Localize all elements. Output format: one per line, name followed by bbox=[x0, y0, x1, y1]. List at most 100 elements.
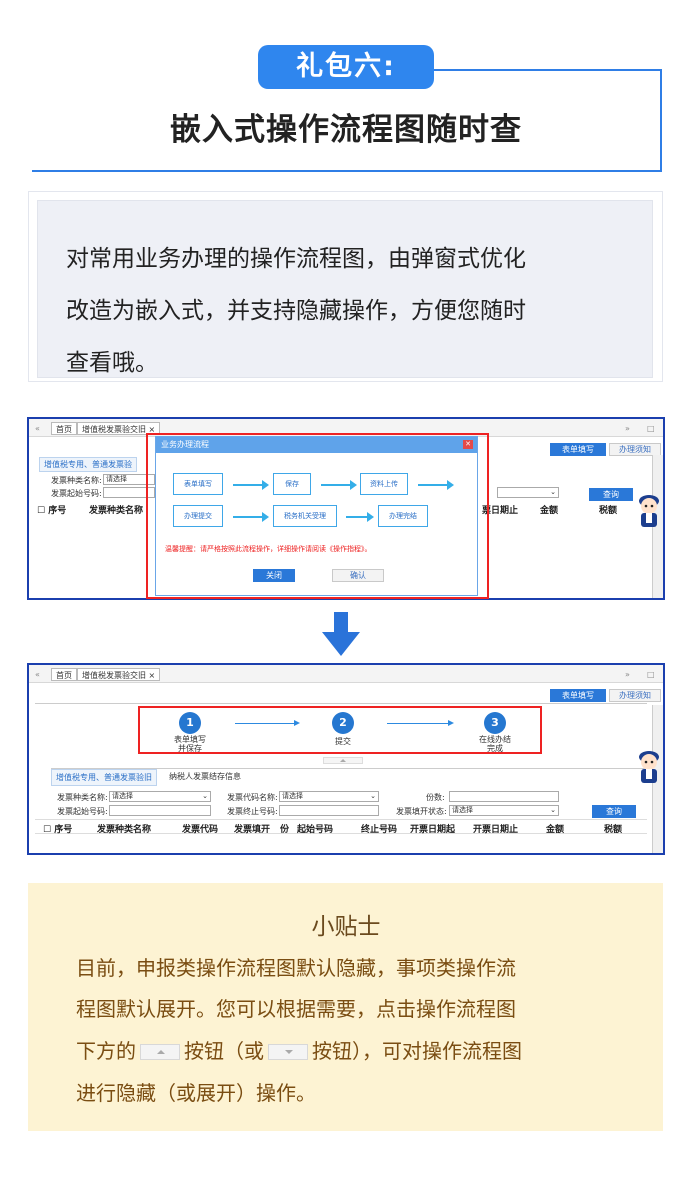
tips-text: 按钮），可对操作流程图 bbox=[312, 1039, 522, 1063]
invoice-code-select[interactable]: 请选择⌄ bbox=[279, 791, 379, 802]
tab-home[interactable]: 首页 bbox=[51, 422, 77, 435]
status-select[interactable]: 请选择⌄ bbox=[449, 805, 559, 816]
header-frame-top bbox=[432, 69, 662, 71]
column-header: 金额 bbox=[540, 506, 559, 516]
chevron-up-icon bbox=[340, 759, 346, 762]
tips-line: 目前，申报类操作流程图默认隐藏，事项类操作流 bbox=[76, 956, 516, 980]
forward-icon[interactable]: » bbox=[625, 424, 630, 433]
column-header: 税额 bbox=[604, 825, 623, 835]
gift-badge: 礼包六: bbox=[258, 45, 434, 89]
invoice-end-input[interactable] bbox=[279, 805, 379, 816]
step-label-line: 表单填写 bbox=[174, 735, 206, 744]
mascot-icon bbox=[639, 751, 659, 783]
close-icon[interactable]: × bbox=[148, 671, 156, 680]
query-button[interactable]: 查询 bbox=[589, 488, 633, 501]
column-header: 票日期止 bbox=[482, 506, 519, 516]
invoice-type-select[interactable]: 请选择 ⌄ bbox=[109, 791, 211, 802]
field-label: 发票种类名称: bbox=[57, 793, 108, 802]
field-label: 发票代码名称: bbox=[227, 793, 278, 802]
tab-bar: « 首页 增值税发票验交旧 × » □ bbox=[29, 419, 663, 437]
collapse-button-sample bbox=[140, 1044, 180, 1060]
subtab-invoice[interactable]: 增值税专用、普通发票验 bbox=[39, 457, 137, 472]
flow-step: 资料上传 bbox=[360, 473, 408, 495]
step-label-line: 完成 bbox=[487, 744, 503, 753]
tab-bar: « 首页 增值税发票验交旧 × » □ bbox=[29, 665, 663, 683]
select-value: 请选择 bbox=[112, 792, 133, 800]
step-2-badge: 2 bbox=[332, 712, 354, 734]
warning-text: 温馨提醒：请严格按照此流程操作，详细操作请阅读《操作指程》。 bbox=[165, 545, 372, 553]
column-header: 发票填开 bbox=[234, 825, 271, 835]
table-header bbox=[35, 819, 647, 834]
form-fill-button[interactable]: 表单填写 bbox=[550, 443, 606, 456]
intro-line: 对常用业务办理的操作流程图，由弹窗式优化 bbox=[66, 246, 526, 272]
flow-step: 办理完结 bbox=[378, 505, 428, 527]
intro-text: 对常用业务办理的操作流程图，由弹窗式优化 改造为嵌入式，并支持隐藏操作，方便您随… bbox=[66, 233, 632, 389]
invoice-start-input[interactable] bbox=[103, 487, 155, 498]
tips-title: 小贴士 bbox=[311, 914, 381, 940]
tips-text: 下方的 bbox=[76, 1039, 136, 1063]
step-3-badge: 3 bbox=[484, 712, 506, 734]
close-icon[interactable]: × bbox=[148, 425, 156, 434]
step-label-line: 并保存 bbox=[178, 744, 202, 753]
modal-title: 业务办理流程 bbox=[156, 437, 477, 453]
tips-line: 进行隐藏（或展开）操作。 bbox=[76, 1081, 316, 1105]
arrow-right-icon bbox=[233, 480, 269, 490]
tab-home[interactable]: 首页 bbox=[51, 668, 77, 681]
step-1-badge: 1 bbox=[179, 712, 201, 734]
select-value: 请选择 bbox=[282, 792, 303, 800]
subtab-invoice[interactable]: 增值税专用、普通发票验旧 bbox=[51, 769, 157, 786]
subtab-stock[interactable]: 纳税人发票结存信息 bbox=[169, 772, 241, 781]
arrow-right-icon bbox=[387, 720, 454, 726]
modal-confirm-button[interactable]: 确认 bbox=[332, 569, 384, 582]
arrow-right-icon bbox=[418, 480, 454, 490]
tips-line: 程图默认展开。您可以根据需要，点击操作流程图 bbox=[76, 997, 516, 1021]
column-header: 终止号码 bbox=[361, 825, 398, 835]
arrow-right-icon bbox=[235, 720, 300, 726]
invoice-type-select[interactable]: 请选择 bbox=[103, 474, 155, 485]
step-3-label: 在线办结完成 bbox=[465, 735, 525, 753]
forward-icon[interactable]: » bbox=[625, 670, 630, 679]
step-1-label: 表单填写并保存 bbox=[160, 735, 220, 753]
arrow-right-icon bbox=[233, 512, 269, 522]
column-header: 发票种类名称 bbox=[97, 825, 152, 835]
modal-close-icon[interactable]: ✕ bbox=[463, 440, 473, 449]
query-button[interactable]: 查询 bbox=[592, 805, 636, 818]
select-all-checkbox[interactable]: ☐ 序号 bbox=[43, 825, 73, 835]
tab-invoice[interactable]: 增值税发票验交旧 × bbox=[77, 422, 161, 435]
window-icon[interactable]: □ bbox=[647, 424, 655, 433]
column-header: 序号 bbox=[48, 506, 67, 516]
back-icon[interactable]: « bbox=[35, 424, 40, 433]
notice-button[interactable]: 办理须知 bbox=[609, 689, 661, 702]
step-2-label: 提交 bbox=[335, 737, 351, 746]
invoice-start-input[interactable] bbox=[109, 805, 211, 816]
column-header: 起始号码 bbox=[297, 825, 334, 835]
field-label: 发票终止号码: bbox=[227, 807, 278, 816]
column-header: 发票代码 bbox=[182, 825, 219, 835]
field-label: 发票种类名称: bbox=[51, 476, 102, 485]
divider bbox=[51, 768, 645, 769]
select-value: 请选择 bbox=[452, 806, 473, 814]
window-icon[interactable]: □ bbox=[647, 670, 655, 679]
mascot-icon bbox=[639, 495, 659, 527]
tab-invoice[interactable]: 增值税发票验交旧 × bbox=[77, 668, 161, 681]
count-input[interactable] bbox=[449, 791, 559, 802]
intro-box bbox=[37, 200, 653, 378]
status-select[interactable]: ⌄ bbox=[497, 487, 559, 498]
table-header: ☐ 序号 bbox=[37, 506, 67, 516]
form-fill-button[interactable]: 表单填写 bbox=[550, 689, 606, 702]
tips-box bbox=[28, 883, 663, 1131]
divider bbox=[35, 703, 647, 704]
column-header: 份 bbox=[280, 825, 290, 835]
collapse-toggle-button[interactable] bbox=[323, 757, 363, 764]
tab-invoice-label: 增值税发票验交旧 bbox=[82, 425, 146, 434]
chevron-down-icon: ⌄ bbox=[202, 792, 208, 800]
back-icon[interactable]: « bbox=[35, 670, 40, 679]
column-header: 金额 bbox=[546, 825, 565, 835]
flow-step: 办理提交 bbox=[173, 505, 223, 527]
modal-close-button[interactable]: 关闭 bbox=[253, 569, 295, 582]
notice-button[interactable]: 办理须知 bbox=[609, 443, 661, 456]
highlight-frame bbox=[146, 433, 489, 599]
column-header: 序号 bbox=[54, 825, 73, 835]
screenshot-after: « 首页 增值税发票验交旧 × » □ 表单填写 办理须知 1 表单填写并保存 … bbox=[27, 663, 665, 855]
arrow-down-icon bbox=[322, 612, 360, 656]
